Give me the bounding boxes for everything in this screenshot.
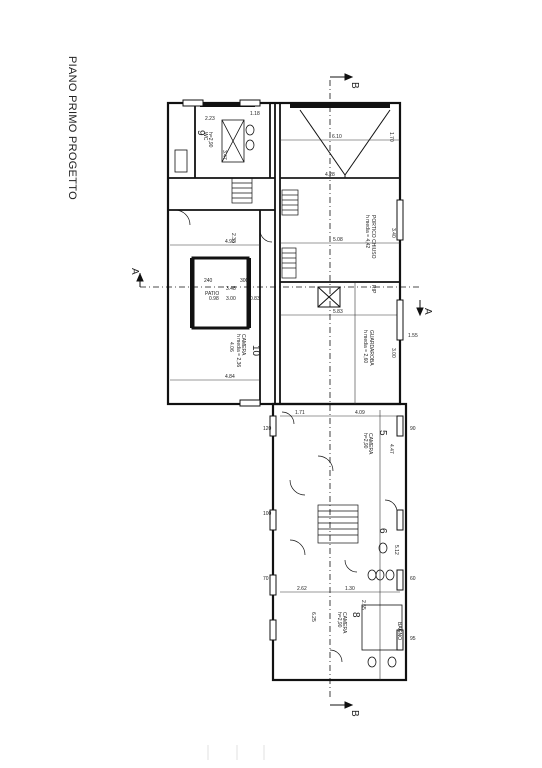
dim-347: 3.47 — [221, 150, 227, 160]
room-8-name: CAMERA — [341, 612, 347, 634]
windows — [182, 99, 404, 651]
bath-fixtures — [361, 542, 403, 668]
dim-155: 1.55 — [408, 333, 418, 339]
dim-255: 2.55 — [360, 600, 366, 610]
dim-118: 1.18 — [250, 111, 260, 117]
dim-625: 6.25 — [310, 612, 316, 622]
dim-240: 240 — [204, 278, 213, 284]
room-labels: 9 WC h=2,90 10 CAMERA h media = 2,36 POR… — [195, 130, 402, 640]
dim-233: 2.33 — [230, 233, 236, 243]
dim-406: 4.06 — [228, 342, 234, 352]
section-lines — [140, 80, 420, 700]
dimension-texts-vertical: 3.47 2.33 4.06 4.47 5.12 2.55 6.25 1.70 … — [221, 132, 399, 622]
dim-428: 4.28 — [325, 172, 335, 178]
room-5-height: h=2,90 — [362, 433, 368, 449]
room-10-height: h media = 2,36 — [235, 334, 241, 367]
guardaroba-height: h media = 2,60 — [362, 330, 368, 363]
section-arrows — [136, 73, 424, 709]
dim-348: 3.48 — [226, 286, 236, 292]
dim-130: 1.30 — [345, 586, 355, 592]
patio-label: PATIO — [205, 291, 219, 297]
room-8-number: 8 — [350, 612, 361, 618]
section-b-bottom: B — [349, 710, 360, 717]
guardaroba-name: GUARDAROBA — [368, 330, 374, 366]
void-box — [317, 286, 341, 308]
room-10-number: 10 — [250, 345, 261, 357]
dim-493: 4.93 — [225, 239, 235, 245]
dim-262: 2.62 — [297, 586, 307, 592]
portico-name: PORTICO CHIUSO — [370, 215, 376, 259]
section-b-top: B — [349, 82, 360, 89]
outer-walls-lower — [271, 402, 408, 682]
room-6-number: 6 — [377, 528, 388, 534]
room-8-height: h=2,90 — [336, 612, 342, 628]
dim-171: 1.71 — [295, 410, 305, 416]
dim-120: 120 — [263, 426, 272, 432]
section-a-right: A — [422, 308, 433, 315]
bagno-name: BAGNO — [396, 622, 402, 640]
section-a-left: A — [129, 268, 140, 275]
thick-walls — [190, 104, 390, 328]
room-5-name: CAMERA — [367, 433, 373, 455]
wc-fixtures — [174, 119, 255, 173]
dim-300: 3.00 — [226, 296, 236, 302]
dim-300d: 3.00 — [390, 348, 396, 358]
dimension-texts: 6.10 4.28 5.08 5.83 4.93 4.84 4.09 1.71 … — [204, 111, 418, 642]
room-10-name: CAMERA — [240, 334, 246, 356]
dim-340: 3.40 — [390, 228, 396, 238]
room-5-number: 5 — [377, 430, 388, 436]
dim-083: 0.83 — [250, 296, 260, 302]
staircase-upper — [231, 177, 299, 279]
portico-height: h media = 4,42 — [364, 215, 370, 248]
dim-95: 95 — [410, 636, 416, 642]
dim-484: 4.84 — [225, 374, 235, 380]
dim-610: 6.10 — [332, 134, 342, 140]
dim-223: 2.23 — [205, 116, 215, 122]
dim-098: 0.98 — [209, 296, 219, 302]
scan-marks — [207, 745, 265, 760]
dim-512: 5.12 — [393, 545, 399, 555]
dim-583: 5.83 — [333, 309, 343, 315]
dim-508: 5.08 — [333, 237, 343, 243]
dim-170: 1.70 — [388, 132, 394, 142]
rip-label: RIP — [370, 285, 376, 294]
roof-lines — [299, 109, 391, 178]
dim-60: 60 — [410, 576, 416, 582]
room-9-name: WC — [202, 132, 208, 141]
room-9-number: 9 — [195, 130, 206, 136]
section-letters: B B A A — [129, 82, 433, 717]
dim-409: 4.09 — [355, 410, 365, 416]
staircase-lower — [317, 504, 359, 544]
patio: PATIO — [191, 256, 250, 330]
dim-70: 70 — [263, 576, 269, 582]
dim-300c: 300 — [240, 278, 249, 284]
dim-90: 90 — [410, 426, 416, 432]
room-9-height: h=2,90 — [207, 132, 213, 148]
internal-walls-upper — [168, 103, 400, 404]
dim-100: 100 — [263, 511, 272, 517]
dim-447: 4.47 — [388, 444, 394, 454]
